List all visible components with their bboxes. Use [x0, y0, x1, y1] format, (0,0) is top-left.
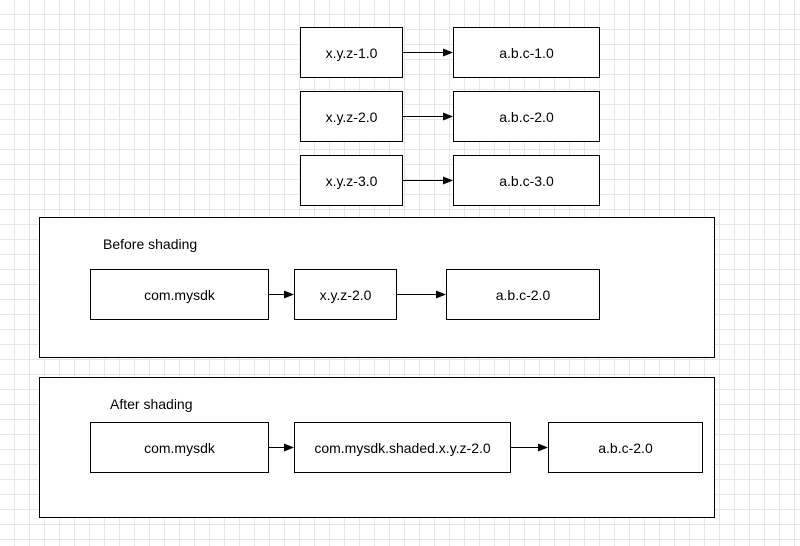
after-node-abc: a.b.c-2.0 — [548, 422, 703, 473]
node-xyz-2: x.y.z-2.0 — [300, 91, 403, 142]
node-xyz-1: x.y.z-1.0 — [300, 27, 403, 78]
before-node-abc: a.b.c-2.0 — [446, 269, 600, 320]
before-node-xyz: x.y.z-2.0 — [294, 269, 397, 320]
before-node-com-mysdk: com.mysdk — [90, 269, 269, 320]
node-xyz-3: x.y.z-3.0 — [300, 155, 403, 206]
after-shading-label: After shading — [110, 396, 193, 412]
after-node-shaded-xyz: com.mysdk.shaded.x.y.z-2.0 — [294, 422, 511, 473]
node-abc-3: a.b.c-3.0 — [453, 155, 600, 206]
node-abc-2: a.b.c-2.0 — [453, 91, 600, 142]
after-node-com-mysdk: com.mysdk — [90, 422, 269, 473]
node-abc-1: a.b.c-1.0 — [453, 27, 600, 78]
before-shading-label: Before shading — [103, 236, 198, 252]
